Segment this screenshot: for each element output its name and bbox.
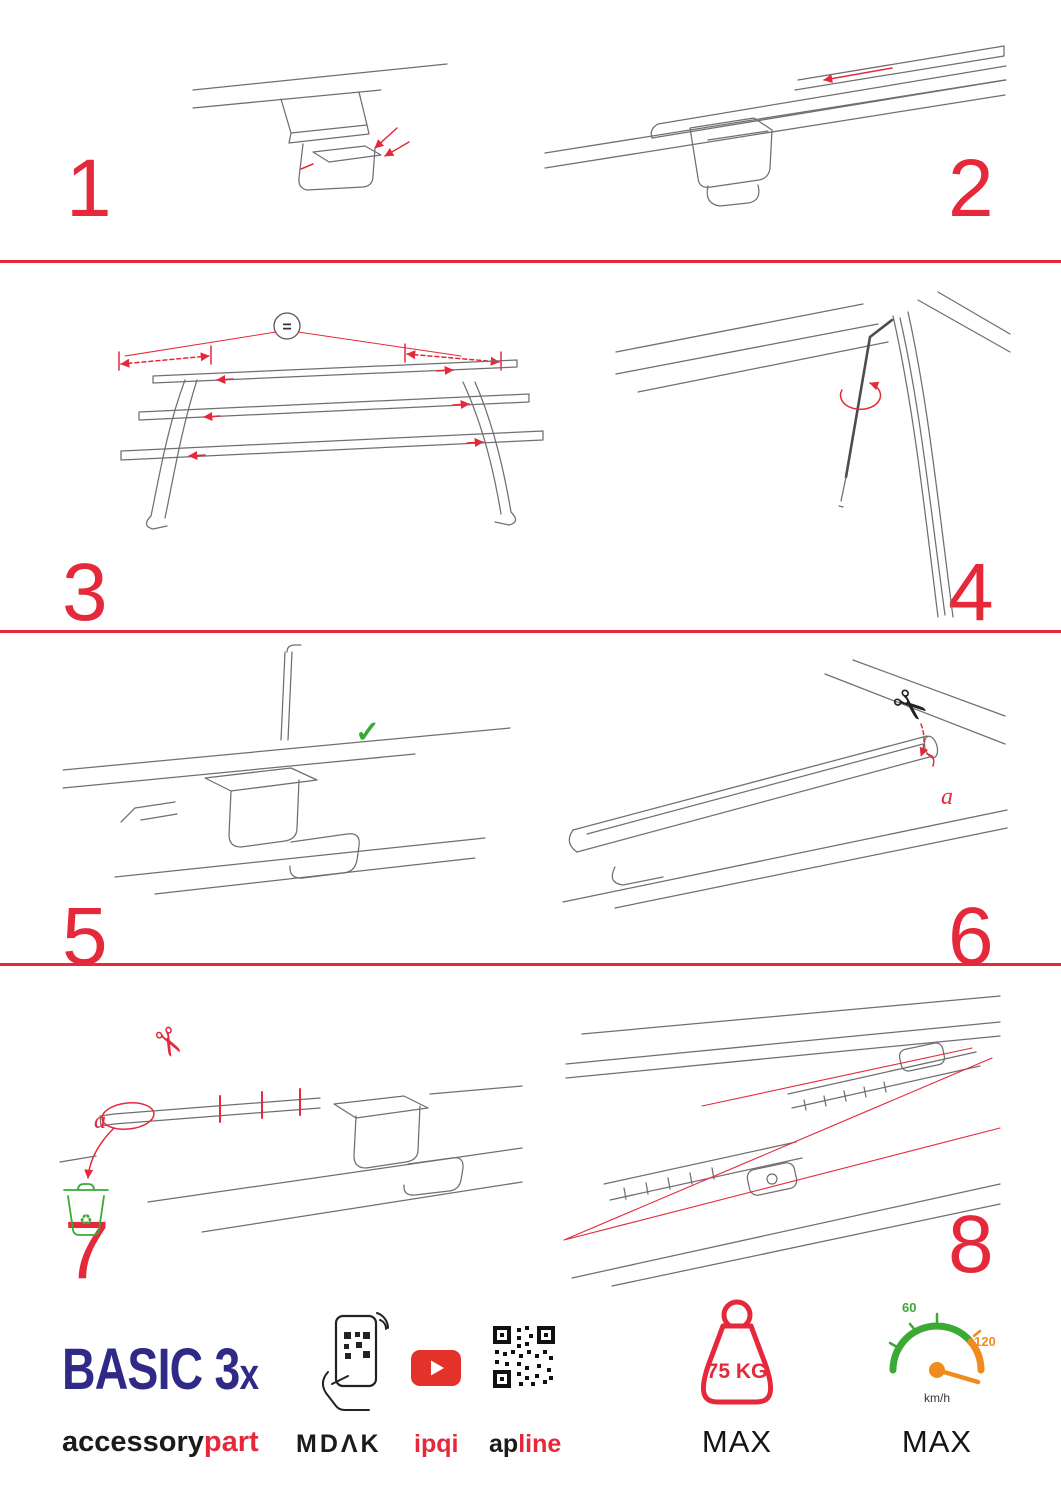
cross-bar-3	[120, 430, 544, 461]
tensioning-rod	[280, 651, 293, 741]
section-divider-2	[0, 630, 1061, 633]
apline-black: ap	[489, 1430, 519, 1458]
bar-profile	[572, 735, 928, 831]
scissors-icon: ✂	[141, 1019, 193, 1067]
section-divider-1	[0, 260, 1061, 263]
cross-bar-2	[138, 393, 530, 421]
step-4-illustration	[608, 282, 1013, 622]
cover-strip	[797, 45, 1005, 81]
clamp-top	[333, 1095, 429, 1119]
brand-red: part	[203, 1426, 259, 1458]
discard-loop	[101, 1102, 155, 1130]
step-3-number: 3	[62, 547, 108, 638]
insert-arrow	[384, 141, 410, 157]
measurement-arrow-left	[120, 352, 210, 368]
brand-wordmark: accessorypart	[62, 1426, 259, 1459]
cut-line	[919, 723, 929, 757]
clamp-body	[228, 779, 300, 848]
step-8-number: 8	[948, 1199, 994, 1290]
step-6-illustration: ✂ a	[555, 652, 1010, 910]
weight-max-label: MAX	[701, 1424, 773, 1459]
scan-signal	[376, 1312, 389, 1330]
recycle-icon: ♻	[79, 1212, 92, 1229]
slide-arrow	[823, 67, 893, 83]
clamp-body	[689, 117, 773, 188]
strap-buckle	[746, 1162, 798, 1196]
allen-key	[844, 318, 894, 479]
roof-flange	[280, 91, 368, 134]
phone-qr-icon	[314, 1310, 394, 1411]
step-2-illustration	[540, 28, 1010, 233]
measurement-arrow-right	[406, 350, 500, 366]
step-1-number: 1	[66, 143, 112, 234]
bar-segment-lower	[603, 1141, 803, 1201]
weight-value: 75 KG	[707, 1360, 768, 1383]
clamp-pad	[312, 145, 382, 163]
equal-sign: =	[282, 319, 291, 336]
strap-buckle	[898, 1042, 946, 1072]
cross-bar	[657, 65, 1007, 125]
part-a-label: a	[941, 784, 953, 810]
bar-segment-upper	[787, 1051, 981, 1109]
step-5-illustration: ✓	[55, 642, 520, 904]
rail-right	[462, 381, 517, 526]
product-suffix: x	[239, 1350, 259, 1399]
trash-bin-icon	[63, 1183, 109, 1191]
clamp-hook	[289, 833, 360, 879]
apline-logo: apline	[489, 1430, 561, 1459]
speed-low: 60	[902, 1300, 916, 1315]
equal-badge	[273, 312, 301, 340]
weight-icon: 75 KG	[678, 1298, 796, 1412]
rail-left	[145, 379, 198, 530]
step-7-illustration: ✂ a ♻	[52, 992, 542, 1250]
step-2-number: 2	[948, 143, 994, 234]
clamp-hook	[706, 184, 760, 207]
roof-rail	[907, 311, 954, 618]
step-4-number: 4	[948, 547, 994, 638]
rotation-arrow	[839, 381, 882, 411]
section-divider-3	[0, 963, 1061, 966]
clamp-body	[298, 143, 376, 191]
cut-marks	[219, 1088, 301, 1123]
product-name: BASIC 3	[62, 1337, 240, 1402]
hand-outline	[322, 1371, 370, 1411]
alignment-lines	[563, 1057, 1001, 1241]
step-3-illustration: =	[55, 288, 560, 538]
insert-arrow	[374, 127, 398, 149]
youtube-icon	[411, 1350, 461, 1386]
step-1-illustration	[185, 52, 455, 237]
clamp-top	[204, 767, 318, 792]
speed-high: 120	[974, 1334, 996, 1349]
checkmark-icon: ✓	[355, 716, 380, 749]
brand-black: accessory	[62, 1426, 204, 1458]
qr-code	[491, 1324, 557, 1390]
speed-max-label: MAX	[901, 1424, 973, 1459]
speedometer-icon: 60 120 km/h	[874, 1296, 1000, 1414]
product-logo: BASIC 3x	[62, 1336, 259, 1403]
apline-red: line	[518, 1430, 562, 1458]
mdak-logo: MDΛK	[296, 1430, 382, 1458]
scissors-icon: ✂	[881, 677, 938, 736]
speed-unit: km/h	[924, 1391, 950, 1405]
ipqi-logo: ipqi	[414, 1430, 459, 1458]
alignment-line	[701, 1047, 973, 1107]
clamp-body	[353, 1105, 421, 1169]
step-8-illustration	[552, 988, 1012, 1288]
cross-bar-1	[152, 359, 518, 384]
clamp-hook	[403, 1157, 464, 1196]
